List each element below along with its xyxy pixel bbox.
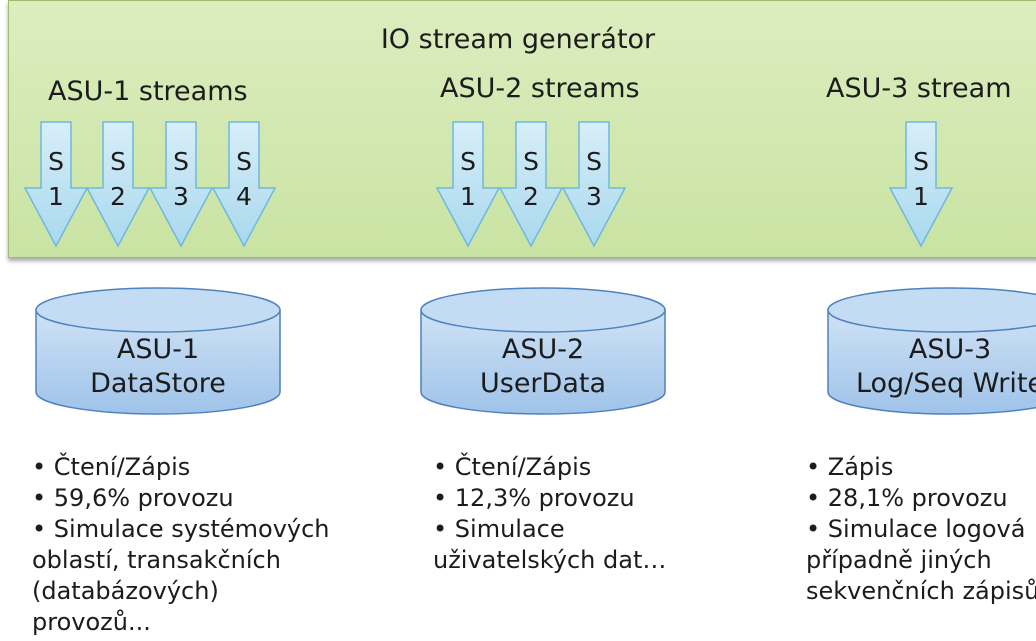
asu3-cylinder-top — [827, 287, 1036, 333]
asu3-desc-line: • Zápis — [806, 453, 894, 481]
asu3-subtitle: Log/Seq Write — [855, 368, 1036, 399]
asu3-name: ASU-3 — [908, 334, 992, 365]
asu3-streams-label: ASU-3 stream — [826, 73, 1012, 104]
asu3-stream-arrow-1 — [888, 121, 954, 248]
asu3-stream-1-number: 1 — [913, 182, 929, 211]
asu2-stream-arrow-3 — [561, 121, 627, 248]
asu2-desc-line: uživatelských dat… — [433, 546, 667, 574]
asu1-stream-2-letter: S — [110, 147, 126, 176]
asu2-desc-line: • Čtení/Zápis — [433, 453, 592, 481]
asu1-stream-arrow-2 — [85, 121, 151, 248]
asu2-desc-line: • Simulace — [433, 515, 565, 543]
asu2-desc-line: • 12,3% provozu — [433, 484, 635, 512]
asu2-stream-2-number: 2 — [523, 182, 539, 211]
asu3-description: • Zápis • 28,1% provozu • Simulace logov… — [806, 452, 1036, 607]
asu1-streams-label: ASU-1 streams — [48, 76, 248, 107]
asu1-desc-line: (databázových) — [32, 577, 219, 605]
asu3-desc-line: • Simulace logová — [806, 515, 1026, 543]
asu1-desc-line: • 59,6% provozu — [32, 484, 234, 512]
asu3-desc-line: případně jiných — [806, 546, 992, 574]
asu2-stream-1-number: 1 — [460, 182, 476, 211]
asu1-stream-3-number: 3 — [173, 182, 189, 211]
asu2-cylinder-top — [420, 287, 666, 333]
generator-title: IO stream generátor — [380, 24, 656, 55]
asu1-stream-arrow-1 — [23, 121, 89, 248]
asu1-stream-3-letter: S — [173, 147, 189, 176]
asu1-cylinder-body — [35, 309, 281, 415]
asu2-stream-2-letter: S — [523, 147, 539, 176]
asu2-cylinder-label: ASU-2 UserData — [385, 333, 701, 401]
asu1-stream-arrow-4 — [211, 121, 277, 248]
asu1-name: ASU-1 — [116, 334, 200, 365]
asu1-cylinder-label: ASU-1 DataStore — [0, 333, 316, 401]
asu1-cylinder-top — [35, 287, 281, 333]
asu1-stream-2-number: 2 — [110, 182, 126, 211]
asu1-stream-arrow-3 — [148, 121, 214, 248]
asu1-desc-line: • Čtení/Zápis — [32, 453, 191, 481]
asu2-description: • Čtení/Zápis • 12,3% provozu • Simulace… — [433, 452, 666, 576]
asu3-desc-line: • 28,1% provozu — [806, 484, 1008, 512]
asu2-name: ASU-2 — [501, 334, 585, 365]
asu3-cylinder-label: ASU-3 Log/Seq Write — [792, 333, 1036, 401]
asu1-desc-line: provozů... — [32, 608, 151, 636]
asu3-stream-1-letter: S — [913, 147, 929, 176]
asu1-stream-1-letter: S — [48, 147, 64, 176]
asu1-description: • Čtení/Zápis • 59,6% provozu • Simulace… — [32, 452, 330, 638]
asu2-stream-arrow-1 — [435, 121, 501, 248]
asu1-subtitle: DataStore — [90, 368, 226, 399]
asu1-desc-line: • Simulace systémových — [32, 515, 330, 543]
asu2-subtitle: UserData — [479, 368, 606, 399]
asu3-desc-line: sekvenčních zápisů — [806, 577, 1036, 605]
asu1-desc-line: oblastí, transakčních — [32, 546, 281, 574]
asu2-stream-3-number: 3 — [586, 182, 602, 211]
asu3-cylinder-body — [827, 309, 1036, 415]
asu2-cylinder-body — [420, 309, 666, 415]
asu1-stream-1-number: 1 — [48, 182, 64, 211]
asu1-stream-4-letter: S — [236, 147, 252, 176]
asu2-stream-arrow-2 — [498, 121, 564, 248]
asu1-stream-4-number: 4 — [236, 182, 252, 211]
asu2-stream-1-letter: S — [460, 147, 476, 176]
asu2-stream-3-letter: S — [586, 147, 602, 176]
asu2-streams-label: ASU-2 streams — [440, 73, 640, 104]
